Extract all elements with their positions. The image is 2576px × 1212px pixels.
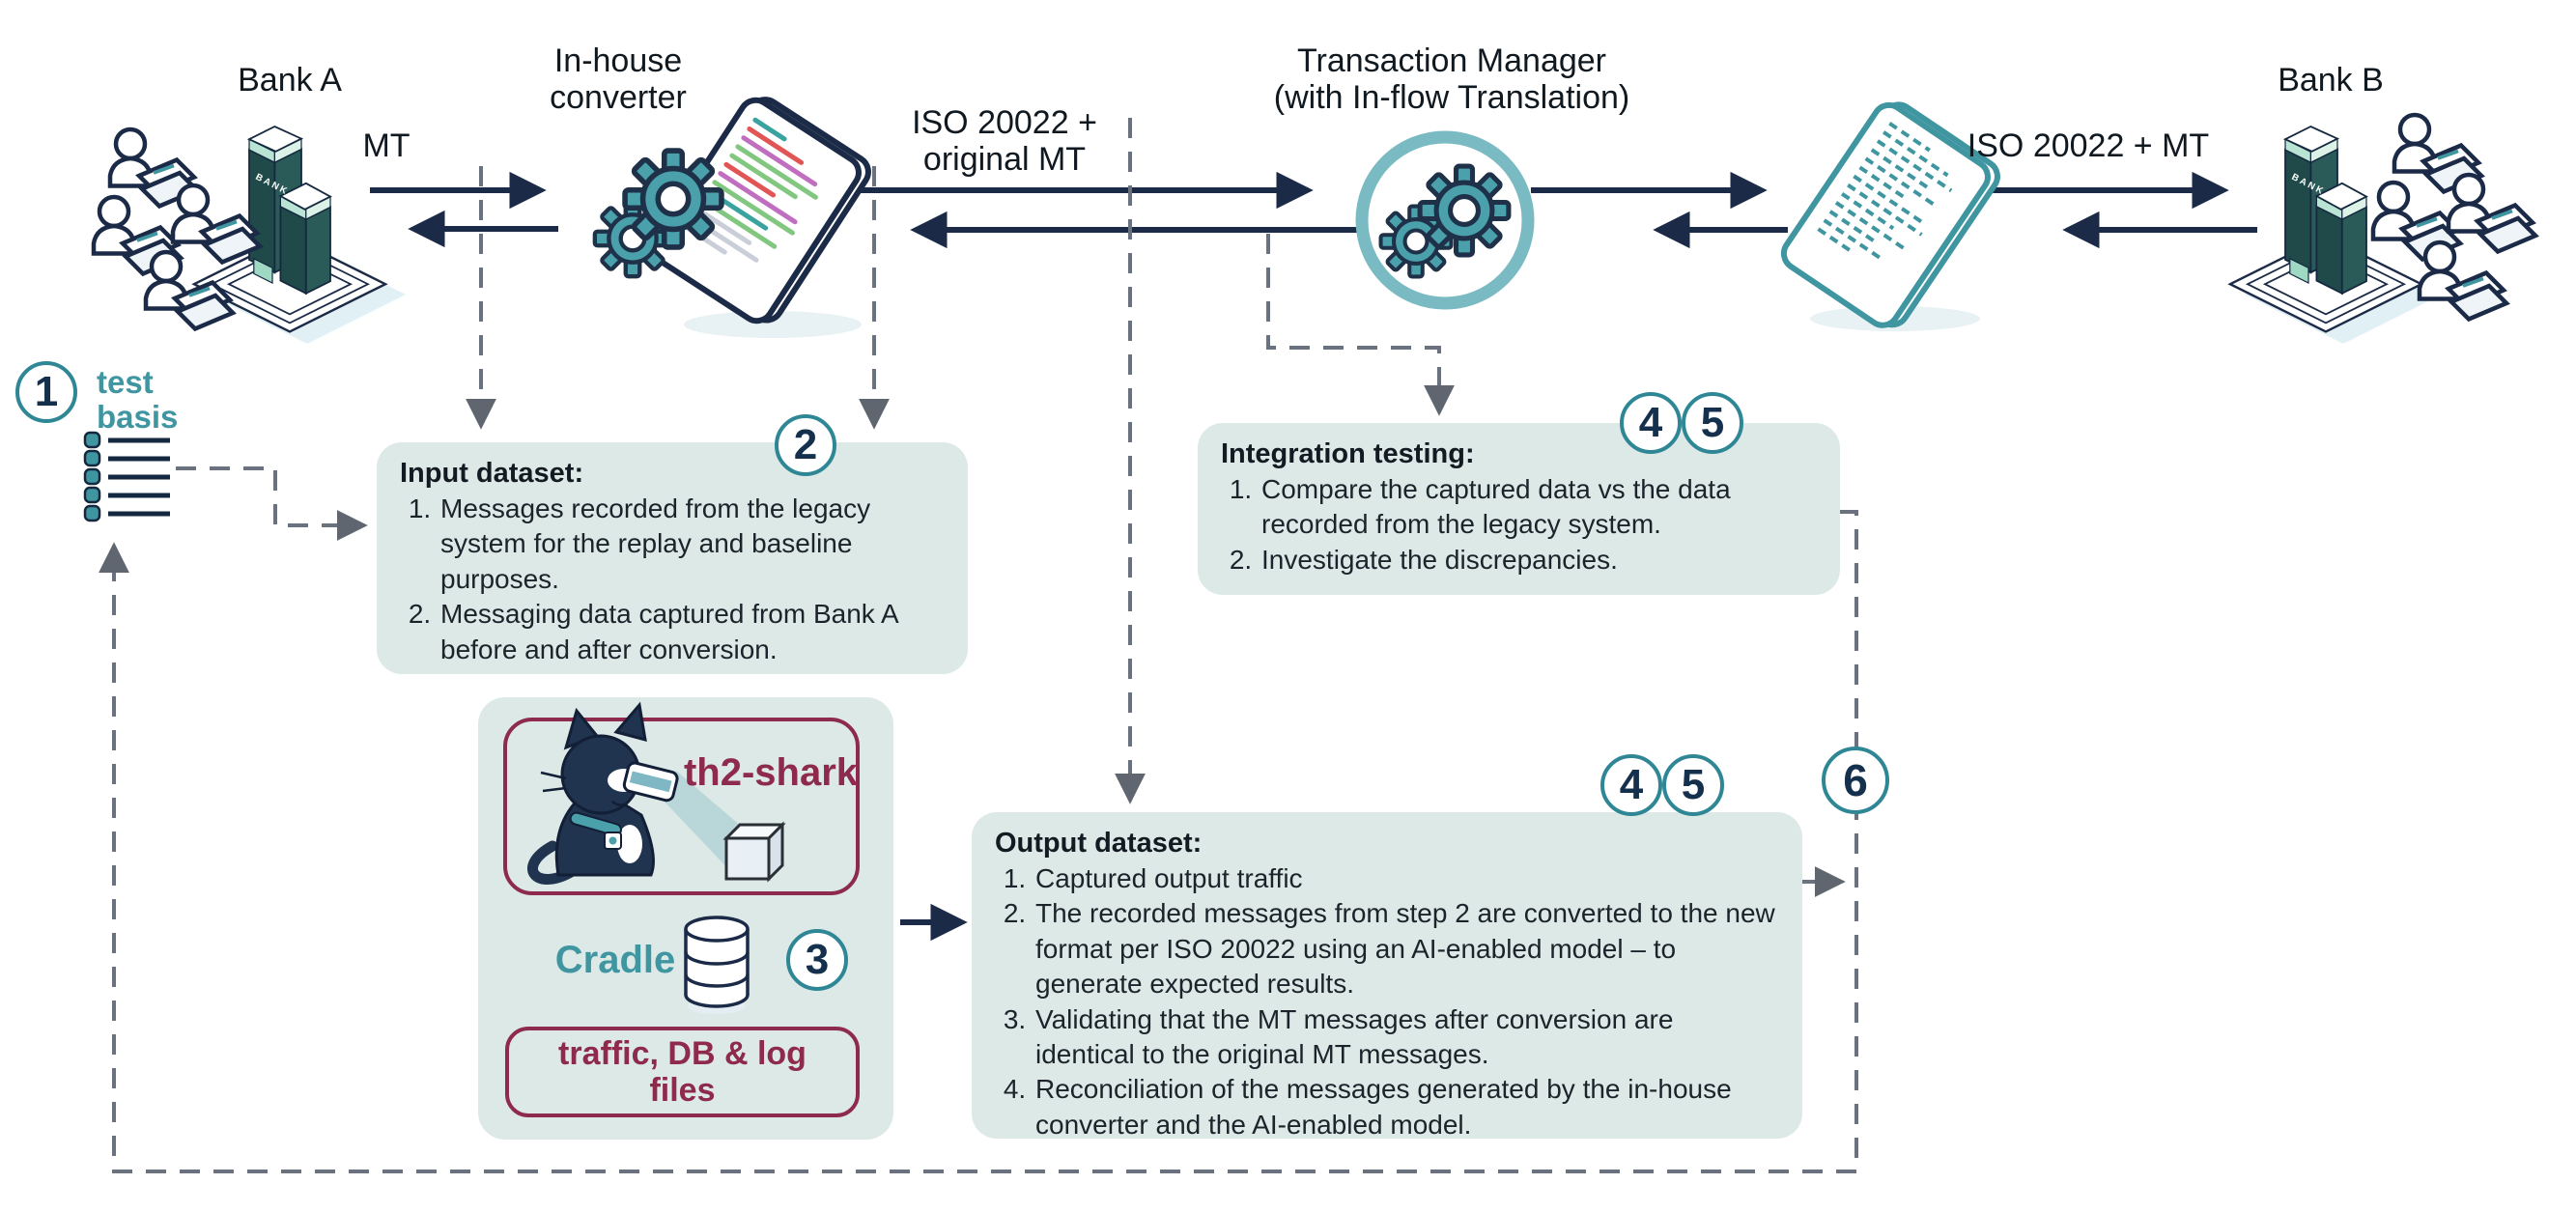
- traffic-db-log-files-box: traffic, DB & log files: [505, 1027, 860, 1117]
- test-basis-to-input: [176, 466, 368, 541]
- integration-testing-title: Integration testing:: [1221, 438, 1475, 469]
- list-item: Investigate the discrepancies.: [1260, 543, 1817, 578]
- user-icon: [173, 185, 260, 263]
- step-badge-5-output: 5: [1662, 754, 1724, 816]
- output-dataset-box: Output dataset: Captured output traffic …: [972, 812, 1802, 1142]
- list-item: Messages recorded from the legacy system…: [439, 492, 945, 597]
- dashed-lines: [99, 118, 1858, 1173]
- output-dataset-title: Output dataset:: [995, 828, 1203, 859]
- bank-a-illustration: [94, 125, 408, 346]
- iso-mt-flow-label: ISO 20022 + MT: [1967, 127, 2210, 164]
- code-screen-teal-icon: [1780, 101, 2000, 328]
- gear-icon: [625, 151, 722, 247]
- user-icon: [2449, 175, 2535, 252]
- th2-shark-label: th2-shark: [683, 751, 859, 794]
- list-item: Compare the captured data vs the data re…: [1260, 472, 1817, 543]
- mt-flow-label: MT: [362, 127, 410, 164]
- translated-screen-illustration: [1780, 101, 2000, 331]
- input-dataset-list: Messages recorded from the legacy system…: [400, 492, 945, 667]
- code-screen-icon: [651, 97, 871, 324]
- transaction-manager-label: Transaction Manager(with In-flow Transla…: [1273, 42, 1630, 117]
- step-badge-1: 1: [15, 361, 77, 423]
- step-badge-6: 6: [1822, 747, 1889, 814]
- step-badge-4-integration: 4: [1620, 392, 1682, 454]
- list-item: Reconciliation of the messages generated…: [1033, 1072, 1779, 1142]
- th2-shark-frame: [503, 718, 860, 895]
- list-item: The recorded messages from step 2 are co…: [1033, 896, 1779, 1001]
- user-icon: [146, 252, 233, 329]
- solid-flow-arrows: [370, 171, 2257, 942]
- list-item: Messaging data captured from Bank A befo…: [439, 597, 945, 667]
- list-item: Validating that the MT messages after co…: [1033, 1002, 1779, 1073]
- bank-a-label: Bank A: [238, 62, 342, 99]
- user-icon: [2420, 242, 2506, 320]
- transaction-manager-illustration: [1355, 130, 1535, 310]
- test-basis-list-icon: [83, 431, 170, 522]
- converter-illustration: [595, 97, 871, 338]
- feedback-loop: [99, 510, 1858, 1173]
- step-badge-4-output: 4: [1600, 754, 1662, 816]
- integration-testing-list: Compare the captured data vs the data re…: [1221, 472, 1817, 578]
- input-dataset-box: Input dataset: Messages recorded from th…: [377, 442, 968, 674]
- cube-icon: [722, 821, 786, 883]
- step-badge-5-integration: 5: [1682, 392, 1743, 454]
- list-item: Captured output traffic: [1033, 861, 1779, 896]
- output-dataset-list: Captured output traffic The recorded mes…: [995, 861, 1779, 1142]
- integration-testing-box: Integration testing: Compare the capture…: [1198, 423, 1840, 595]
- gear-icon: [1420, 166, 1509, 255]
- input-dataset-title: Input dataset:: [400, 458, 584, 489]
- tap-line-tm: [1266, 234, 1455, 416]
- th2-cat-mascot-icon: [527, 701, 742, 885]
- bank-b-label: Bank B: [2278, 62, 2384, 99]
- step-badge-2: 2: [775, 414, 836, 476]
- database-icon: [684, 916, 750, 1014]
- cradle-label: Cradle: [554, 939, 676, 981]
- bank-b-illustration: [2228, 115, 2535, 346]
- iso-original-flow-label: ISO 20022 +original MT: [912, 104, 1097, 179]
- step-badge-3: 3: [786, 929, 848, 991]
